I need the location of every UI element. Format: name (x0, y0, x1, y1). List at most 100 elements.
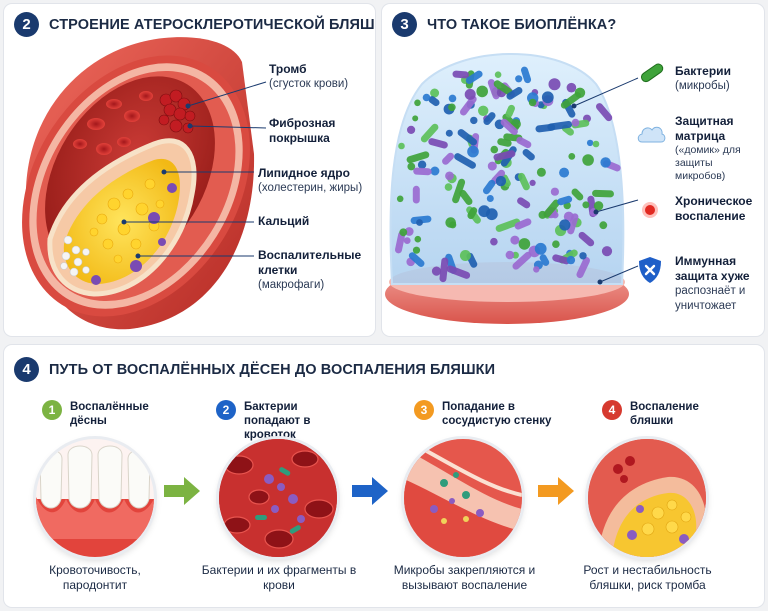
bacterium (535, 123, 556, 133)
bacterium (568, 153, 576, 160)
bacterium (448, 94, 457, 103)
bacterium (428, 96, 440, 107)
bacterium (560, 92, 582, 109)
bacterium (579, 252, 587, 260)
bacterium (595, 103, 613, 122)
legend-protective-matrix: Защитная матрица («домик» для защиты мик… (675, 114, 741, 182)
bacterium (582, 201, 590, 209)
bacterium (548, 78, 561, 91)
biofilm-dome-illustration (385, 53, 639, 324)
bacterium (534, 242, 547, 255)
bacterium (490, 145, 499, 154)
bacterium (414, 99, 421, 107)
bacterium (431, 266, 442, 276)
bacterium (586, 139, 594, 147)
bacterium (490, 237, 498, 246)
bacterium (459, 189, 473, 205)
bacterium (493, 150, 516, 161)
bacterium (454, 153, 476, 169)
bacterium (483, 112, 496, 126)
bacterium (486, 195, 494, 202)
bacterium (528, 98, 537, 107)
bacterium (537, 101, 545, 109)
bacteria-icon (640, 63, 664, 83)
bacterium (536, 167, 546, 177)
bacterium (446, 265, 471, 279)
step-number-badge: 3 (414, 400, 434, 420)
arrow-right-icon (352, 477, 388, 505)
bacterium (414, 235, 422, 243)
bacterium (464, 88, 476, 100)
bacterium (551, 211, 559, 219)
fibrous-cap-label: Фиброзная покрышка (269, 116, 336, 145)
bacterium (442, 152, 455, 165)
bacterium (559, 219, 571, 231)
bacterium (416, 219, 423, 226)
bacterium (420, 123, 439, 143)
bacterium (494, 71, 502, 78)
step-3-caption: Микробы закрепляются и вызывают воспален… (393, 563, 536, 592)
plaque-structure-panel: 2 СТРОЕНИЕ АТЕРОСКЛЕРОТИЧЕСКОЙ БЛЯШКИ (4, 4, 375, 336)
bacterium (467, 145, 479, 158)
bacterium (422, 93, 431, 102)
plaque-panel-header: 2 СТРОЕНИЕ АТЕРОСКЛЕРОТИЧЕСКОЙ БЛЯШКИ (14, 12, 375, 37)
red-blood-cells (73, 91, 153, 155)
bacterium (520, 66, 532, 84)
pathway-panel-header: 4 ПУТЬ ОТ ВОСПАЛЁННЫХ ДЁСЕН ДО ВОСПАЛЕНИ… (14, 357, 495, 382)
gum-to-plaque-pathway-panel: 4 ПУТЬ ОТ ВОСПАЛЁННЫХ ДЁСЕН ДО ВОСПАЛЕНИ… (4, 345, 764, 607)
bacterium (516, 136, 532, 149)
bacterium (566, 82, 577, 93)
macrophage-cells (91, 183, 177, 285)
biofilm-panel-title: ЧТО ТАКОЕ БИОПЛЁНКА? (427, 16, 617, 33)
bacterium (445, 171, 454, 181)
bacterium (506, 87, 523, 100)
bacterium (478, 105, 489, 117)
bacteria-in-blood-image (219, 439, 337, 557)
legend-bacteria: Бактерии (микробы) (675, 64, 731, 92)
bacterium (482, 179, 496, 195)
calcium-deposits (60, 235, 90, 277)
bacterium (449, 221, 457, 229)
section-number-badge: 4 (14, 357, 39, 382)
bacterium (430, 88, 440, 98)
bacterium (505, 250, 515, 260)
bacterium (495, 175, 507, 187)
artery-plaque-illustration (22, 37, 267, 330)
bacterium (404, 227, 414, 236)
calcium-label: Кальций (258, 214, 310, 228)
bacterium (559, 167, 570, 178)
bacterium (444, 183, 453, 191)
legend-chronic-inflammation: Хроническое воспаление (675, 194, 753, 223)
bacterium (533, 266, 540, 273)
bacterium (398, 142, 405, 150)
bacterium (541, 91, 554, 104)
bacteria-cluster (394, 66, 621, 283)
bacterium (399, 228, 408, 237)
bacterium (500, 118, 518, 135)
bacterium (470, 116, 478, 125)
legend-immune-defense: Иммунная защита хуже распознаёт и уничто… (675, 254, 750, 312)
step-3-header: 3 Попадание в сосудистую стенку (414, 400, 562, 428)
bacterium (571, 188, 584, 201)
bacterium (539, 254, 550, 266)
bacterium (430, 166, 440, 176)
step-number-badge: 1 (42, 400, 62, 420)
bacterium (403, 237, 411, 245)
step-2-header: 2 Бактерии попадают в кровоток (216, 400, 354, 442)
bacterium (412, 115, 419, 122)
bacterium (476, 85, 488, 98)
vessel-wall-invasion-image (404, 439, 522, 557)
bacterium (563, 211, 574, 222)
bacterium (459, 250, 471, 261)
inflamed-gums-image (36, 439, 154, 557)
bacterium (514, 218, 532, 230)
bacterium (599, 221, 608, 230)
bacterium (439, 257, 449, 283)
bacterium (497, 138, 512, 147)
inflammation-dot-icon (642, 202, 658, 218)
bacterium (578, 231, 595, 247)
bacterium (600, 157, 611, 168)
bacterium (413, 167, 432, 176)
shield-x-icon (639, 257, 661, 283)
bacterium (407, 125, 416, 134)
